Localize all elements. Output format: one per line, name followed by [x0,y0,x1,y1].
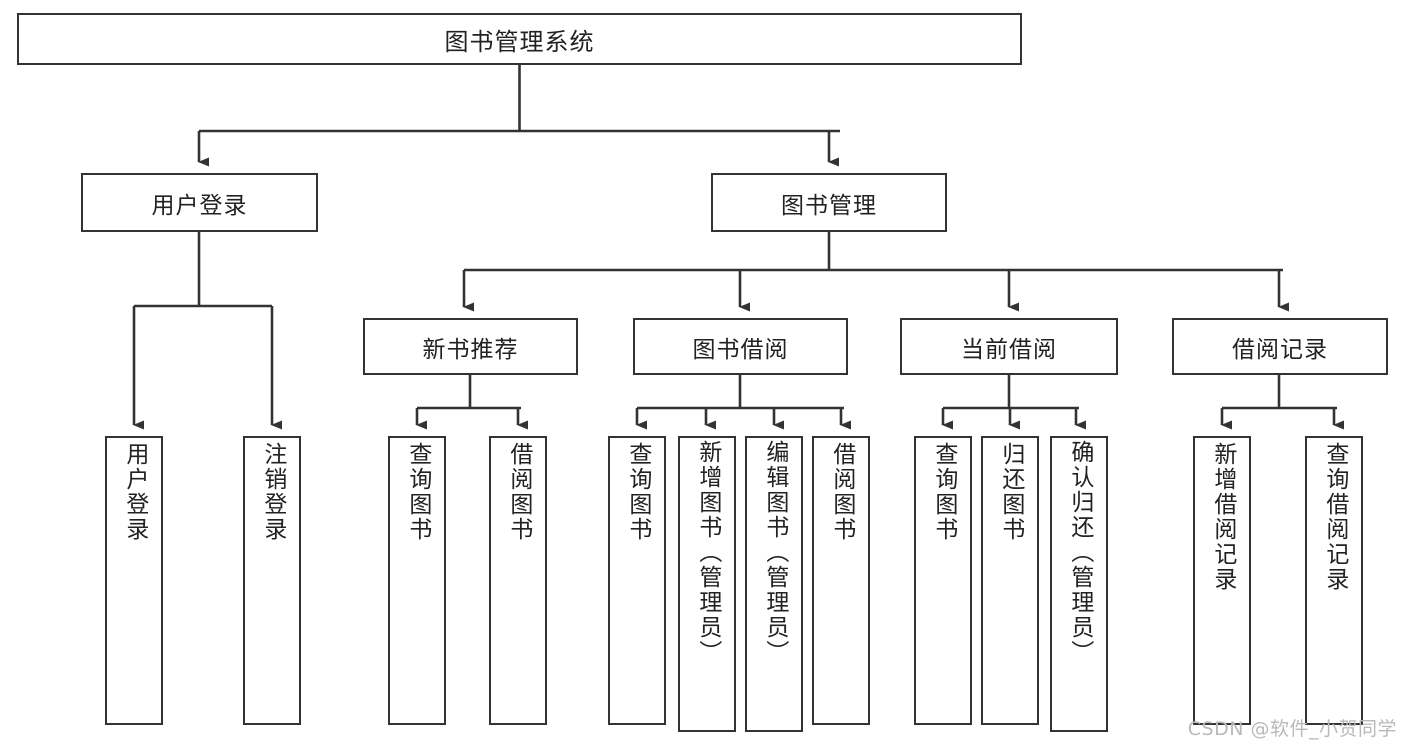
node-book-borrow-label: 图书借阅 [692,336,789,363]
node-book-borrow[interactable]: 图书借阅 [633,318,848,375]
leaf-current-query-book-label: 查询图书 [930,442,957,542]
leaf-borrow-edit-book-admin-label: 编辑图书（管理员） [761,440,788,665]
leaf-borrow-query-book[interactable]: 查询图书 [608,436,666,725]
node-borrow-record-label: 借阅记录 [1232,336,1328,363]
node-root-system[interactable]: 图书管理系统 [17,13,1022,65]
leaf-borrow-borrow-book[interactable]: 借阅图书 [812,436,870,725]
leaf-borrow-add-book-admin-label: 新增图书（管理员） [694,440,721,665]
leaf-borrow-add-book-admin[interactable]: 新增图书（管理员） [678,436,736,732]
csdn-watermark: CSDN @软件_小贺同学 [1187,718,1397,740]
leaf-current-return-book-label: 归还图书 [997,442,1024,542]
leaf-current-confirm-return-admin[interactable]: 确认归还（管理员） [1050,436,1108,732]
node-borrow-record[interactable]: 借阅记录 [1172,318,1388,375]
leaf-newbook-query-book[interactable]: 查询图书 [388,436,446,725]
node-current-borrow[interactable]: 当前借阅 [900,318,1118,375]
leaf-current-return-book[interactable]: 归还图书 [981,436,1039,725]
node-new-book-recommend[interactable]: 新书推荐 [363,318,578,375]
node-new-book-recommend-label: 新书推荐 [422,336,519,363]
leaf-user-login-login-label: 用户登录 [121,442,148,542]
node-book-management-label: 图书管理 [781,192,877,219]
leaf-user-login-logout-label: 注销登录 [259,442,286,542]
leaf-user-login-login[interactable]: 用户登录 [105,436,163,725]
leaf-borrow-borrow-book-label: 借阅图书 [828,442,855,542]
leaf-record-add-record[interactable]: 新增借阅记录 [1193,436,1251,725]
leaf-newbook-query-book-label: 查询图书 [404,442,431,542]
node-current-borrow-label: 当前借阅 [961,336,1057,363]
node-user-login-label: 用户登录 [151,192,248,219]
leaf-current-confirm-return-admin-label: 确认归还（管理员） [1066,440,1093,665]
leaf-record-query-record[interactable]: 查询借阅记录 [1305,436,1363,725]
leaf-borrow-query-book-label: 查询图书 [624,442,651,542]
node-user-login[interactable]: 用户登录 [81,173,318,232]
node-book-management[interactable]: 图书管理 [711,173,947,232]
leaf-newbook-borrow-book[interactable]: 借阅图书 [489,436,547,725]
leaf-borrow-edit-book-admin[interactable]: 编辑图书（管理员） [745,436,803,732]
node-root-system-label: 图书管理系统 [444,27,595,56]
leaf-newbook-borrow-book-label: 借阅图书 [505,442,532,542]
leaf-record-add-record-label: 新增借阅记录 [1209,442,1236,592]
leaf-user-login-logout[interactable]: 注销登录 [243,436,301,725]
leaf-current-query-book[interactable]: 查询图书 [914,436,972,725]
leaf-record-query-record-label: 查询借阅记录 [1321,442,1348,592]
